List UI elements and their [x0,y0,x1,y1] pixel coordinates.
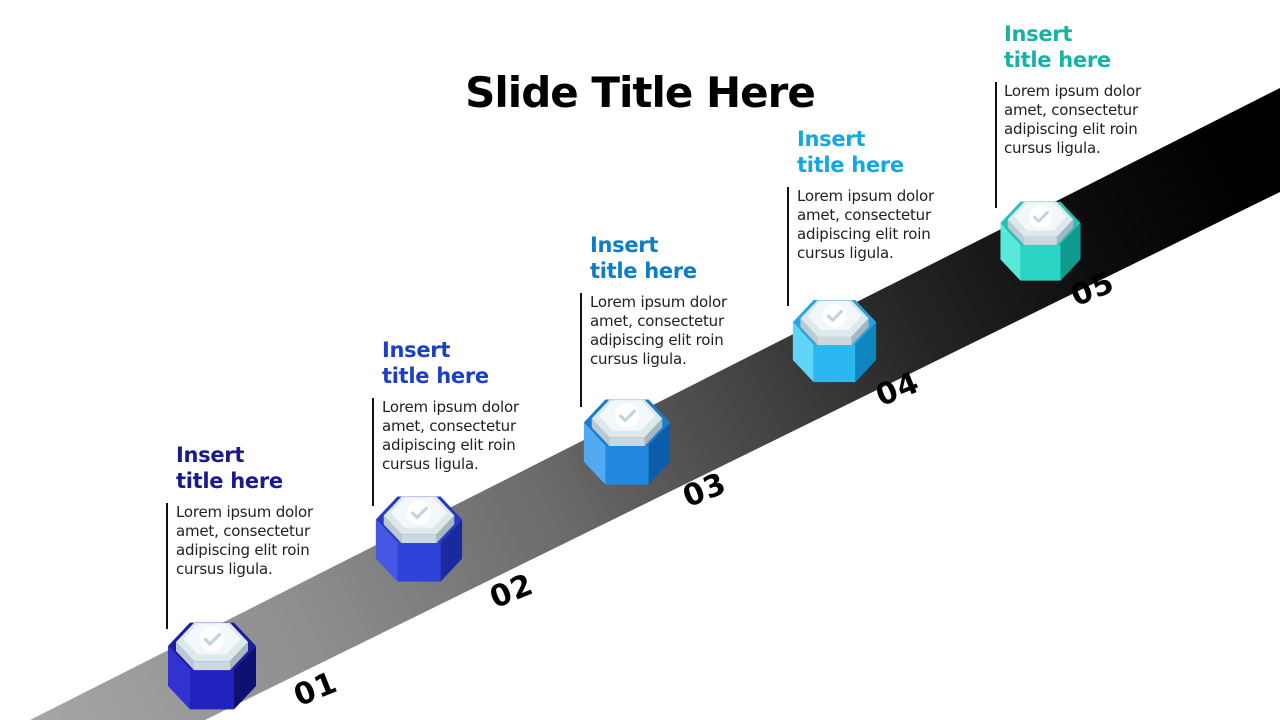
step-body[interactable]: Lorem ipsum dolor amet, consectetur adip… [176,503,313,578]
connector-line [787,187,789,306]
step-body[interactable]: Lorem ipsum dolor amet, consectetur adip… [797,187,934,262]
check-icon [1007,201,1074,245]
check-icon [591,399,663,447]
step-text-block-4[interactable]: Insert title here Lorem ipsum dolor amet… [797,126,957,263]
step-text-block-1[interactable]: Insert title here Lorem ipsum dolor amet… [176,442,336,579]
step-body[interactable]: Lorem ipsum dolor amet, consectetur adip… [1004,82,1141,157]
step-title-line: Insert [797,127,866,151]
hexagon-marker-3 [583,399,671,485]
step-body[interactable]: Lorem ipsum dolor amet, consectetur adip… [382,398,519,473]
step-title[interactable]: Insert title here [382,337,542,389]
step-title[interactable]: Insert title here [1004,21,1164,73]
hexagon-marker-4 [792,300,877,383]
step-title-line: title here [797,153,904,177]
check-icon [800,300,869,345]
step-title-line: title here [1004,48,1111,72]
step-text-block-5[interactable]: Insert title here Lorem ipsum dolor amet… [1004,21,1164,158]
slide-title[interactable]: Slide Title Here [465,68,816,118]
step-title-line: title here [590,259,697,283]
step-title[interactable]: Insert title here [797,126,957,178]
step-title[interactable]: Insert title here [176,442,336,494]
step-title-line: Insert [382,338,451,362]
connector-line [372,398,374,506]
step-title-line: Insert [1004,22,1073,46]
connector-line [995,82,997,208]
hexagon-marker-2 [375,496,463,582]
check-icon [176,622,248,671]
step-title-line: title here [382,364,489,388]
connector-line [166,503,168,629]
connector-line [580,293,582,407]
step-body[interactable]: Lorem ipsum dolor amet, consectetur adip… [590,293,727,368]
step-text-block-3[interactable]: Insert title here Lorem ipsum dolor amet… [590,232,750,369]
check-icon [383,496,455,544]
step-title-line: title here [176,469,283,493]
hexagon-marker-1 [168,622,256,710]
step-text-block-2[interactable]: Insert title here Lorem ipsum dolor amet… [382,337,542,474]
step-title-line: Insert [176,443,245,467]
step-title-line: Insert [590,233,659,257]
hexagon-marker-5 [1000,201,1081,281]
step-title[interactable]: Insert title here [590,232,750,284]
